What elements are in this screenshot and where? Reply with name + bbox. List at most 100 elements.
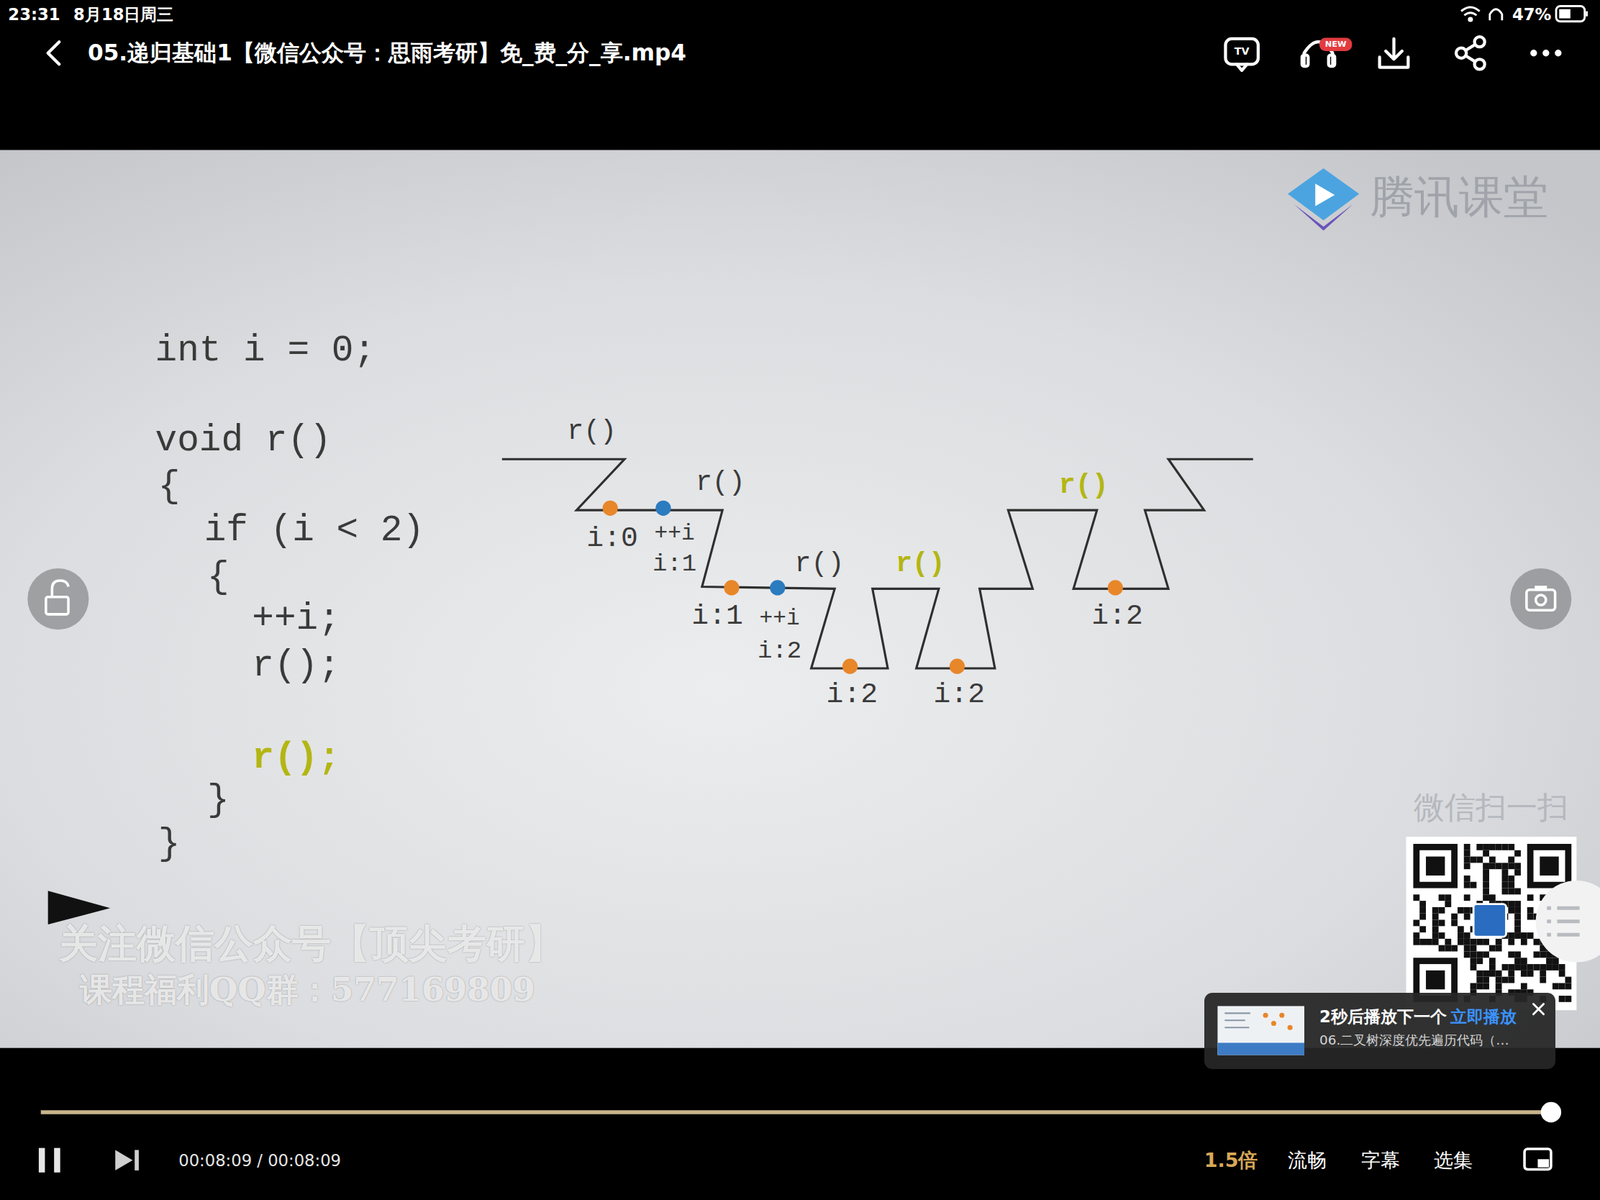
code-line: { <box>158 468 181 506</box>
code-line-highlight: r(); <box>251 739 341 777</box>
qr-module <box>1527 913 1534 921</box>
code-line: { <box>207 558 230 596</box>
qr-module <box>1527 964 1534 971</box>
qr-module <box>1558 982 1566 990</box>
qr-module <box>1489 856 1496 864</box>
state-label: i:1 <box>652 551 697 577</box>
qr-module <box>1482 875 1490 883</box>
next-video-title: 06.二叉树深度优先遍历代码（… <box>1319 1031 1521 1049</box>
thumbnail-dot <box>1287 1025 1293 1031</box>
toolbar-icons <box>48 36 1561 71</box>
state-label: i:2 <box>933 680 985 710</box>
status-date: 8月18日周三 <box>73 6 174 24</box>
increment-label: ++i <box>759 607 800 630</box>
qr-finder <box>1539 856 1559 876</box>
qr-module <box>1514 964 1521 971</box>
qr-module <box>1502 862 1509 870</box>
orange-dot <box>949 658 965 675</box>
qr-finder <box>1530 846 1569 885</box>
qr-module <box>1476 970 1483 977</box>
qr-module <box>1495 970 1503 977</box>
qr-module <box>1444 938 1452 946</box>
code-line: int i = 0; <box>155 332 376 370</box>
qr-module <box>1514 888 1521 895</box>
qr-module <box>1470 951 1477 958</box>
qr-module <box>1444 894 1452 901</box>
next-video-popup: 2秒后播放下一个立即播放 06.二叉树深度优先遍历代码（… <box>1204 992 1557 1070</box>
qr-module <box>1507 907 1515 914</box>
qr-module <box>1482 882 1490 889</box>
qr-module <box>1495 945 1503 952</box>
qr-module <box>1489 957 1496 965</box>
qr-module <box>1539 964 1547 971</box>
qr-module <box>1470 856 1477 864</box>
qr-module <box>1520 957 1528 965</box>
qr-module <box>1527 907 1534 914</box>
qr-module <box>1527 970 1534 977</box>
state-label: i:2 <box>757 638 802 664</box>
popup-graphics <box>1204 992 1557 1070</box>
qr-module <box>1464 843 1471 851</box>
qr-module <box>1419 938 1426 946</box>
qr-module <box>1552 964 1559 971</box>
qr-module <box>1495 862 1503 870</box>
qr-module <box>1482 982 1490 990</box>
qr-module <box>1464 913 1471 921</box>
pip-icon <box>1524 1148 1552 1170</box>
qr-module <box>1527 894 1534 901</box>
qr-module <box>1514 957 1521 965</box>
thumbnail-band <box>1217 1043 1305 1056</box>
qr-module <box>1482 850 1490 857</box>
qr-module <box>1432 913 1439 921</box>
orange-dot <box>723 579 739 595</box>
qr-module <box>1444 900 1452 908</box>
countdown-text: 2秒后播放下一个 <box>1319 1006 1447 1027</box>
qr-module <box>1432 932 1439 939</box>
qr-module <box>1558 970 1566 977</box>
qr-module <box>1564 976 1572 984</box>
qr-module <box>1507 932 1515 939</box>
trace-dots <box>602 500 1124 675</box>
qr-module <box>1507 862 1515 870</box>
time-display: 00:08:09 / 00:08:09 <box>178 1151 342 1169</box>
qr-module <box>1552 982 1559 990</box>
brand-watermark: 腾讯课堂 <box>1369 174 1549 220</box>
qr-module <box>1495 982 1503 990</box>
qr-module <box>1489 964 1496 971</box>
lock-button <box>27 568 89 630</box>
qr-module <box>1558 964 1566 971</box>
qr-module <box>1412 920 1420 927</box>
qr-module <box>1412 932 1420 939</box>
button-circle <box>1535 880 1600 962</box>
qr-module <box>1457 925 1465 933</box>
qr-module <box>1482 951 1490 958</box>
battery-tip <box>1585 11 1588 17</box>
thumbnail-dot <box>1271 1020 1277 1026</box>
wifi-icon <box>1469 17 1472 21</box>
qr-module <box>1514 951 1521 958</box>
qr-module <box>1507 938 1515 946</box>
quality-button: 流畅 <box>1287 1150 1327 1170</box>
qr-module <box>1539 970 1547 977</box>
camera-icon <box>1534 585 1547 591</box>
qr-module <box>1507 976 1515 984</box>
button-circle <box>1510 568 1572 630</box>
code-line: if (i < 2) <box>204 512 425 549</box>
qr-module <box>1438 932 1446 939</box>
lock-icon <box>46 597 69 615</box>
logo-shape <box>1287 168 1359 221</box>
qr-finder <box>1416 846 1455 885</box>
qr-module <box>1419 913 1426 921</box>
qr-module <box>1464 875 1471 883</box>
qr-module <box>1520 982 1528 990</box>
qr-module <box>1507 882 1515 889</box>
wifi-icon <box>1461 7 1480 12</box>
qr-module <box>1514 925 1521 933</box>
popup-row: 2秒后播放下一个立即播放 <box>1319 1006 1521 1027</box>
qr-module <box>1419 907 1426 914</box>
lock-icon <box>51 580 69 598</box>
qr-module <box>1507 843 1515 851</box>
thumbnail-image <box>1217 1006 1305 1056</box>
call-label-highlight: r() <box>1058 471 1109 500</box>
qr-module <box>1464 938 1471 946</box>
